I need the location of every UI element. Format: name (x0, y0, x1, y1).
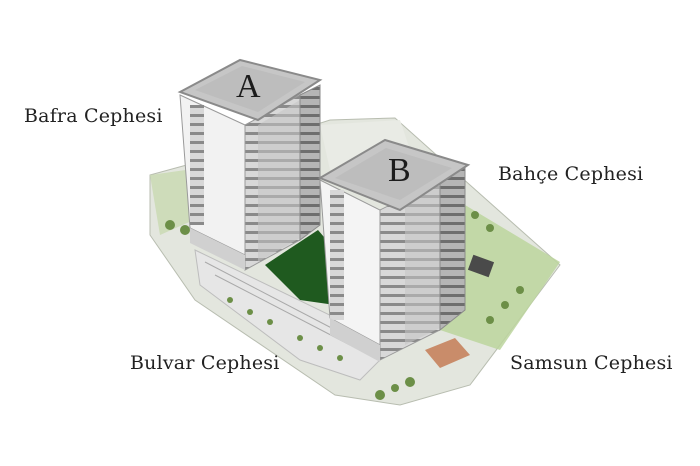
bulvar-facade-label: Bulvar Cephesi (130, 352, 280, 374)
tower-b (317, 138, 471, 362)
tower-a (177, 58, 335, 305)
bafra-facade-label: Bafra Cephesi (24, 105, 163, 127)
samsun-facade-label: Samsun Cephesi (510, 352, 673, 374)
tower-a-label: A (236, 68, 261, 105)
tower-b-label: B (388, 152, 411, 189)
bahce-facade-label: Bahçe Cephesi (498, 163, 644, 185)
